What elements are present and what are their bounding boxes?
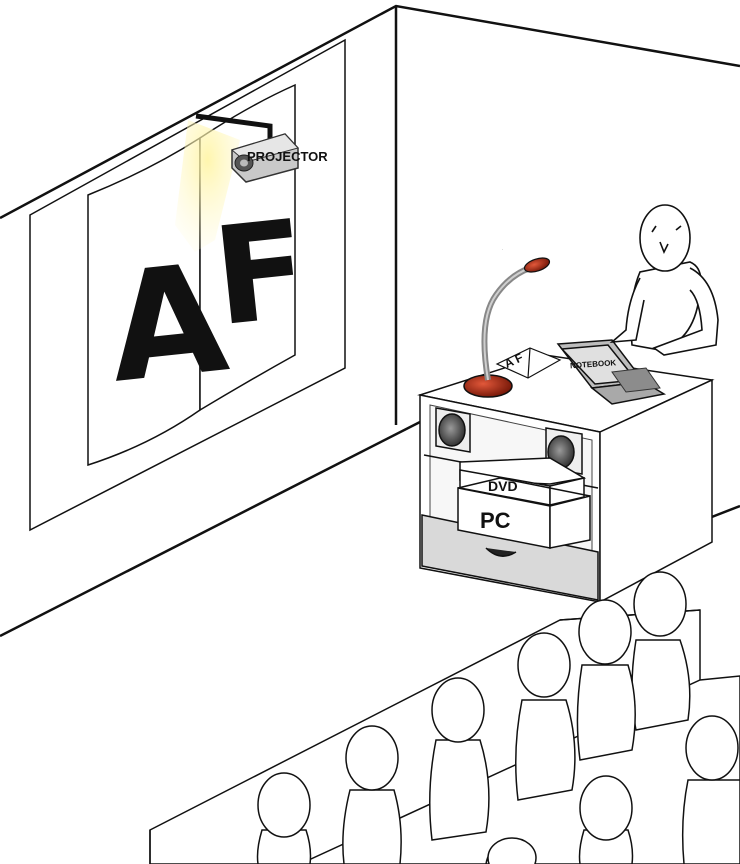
decoration-dot: . xyxy=(502,246,503,251)
projector-label: PROJECTOR xyxy=(247,149,328,164)
audience-member xyxy=(683,716,740,864)
audience-member xyxy=(632,572,690,730)
audience-member xyxy=(580,776,633,864)
audience-member xyxy=(258,773,311,864)
audience-member xyxy=(343,726,401,864)
audience-member xyxy=(430,678,489,840)
speaker-icon xyxy=(436,408,470,452)
pc-label: PC xyxy=(480,508,511,533)
audience-member xyxy=(516,633,575,800)
screen-letter-right: F xyxy=(207,190,315,356)
presenter-head xyxy=(640,205,690,271)
presenter xyxy=(612,205,718,355)
audience-member xyxy=(577,600,635,760)
